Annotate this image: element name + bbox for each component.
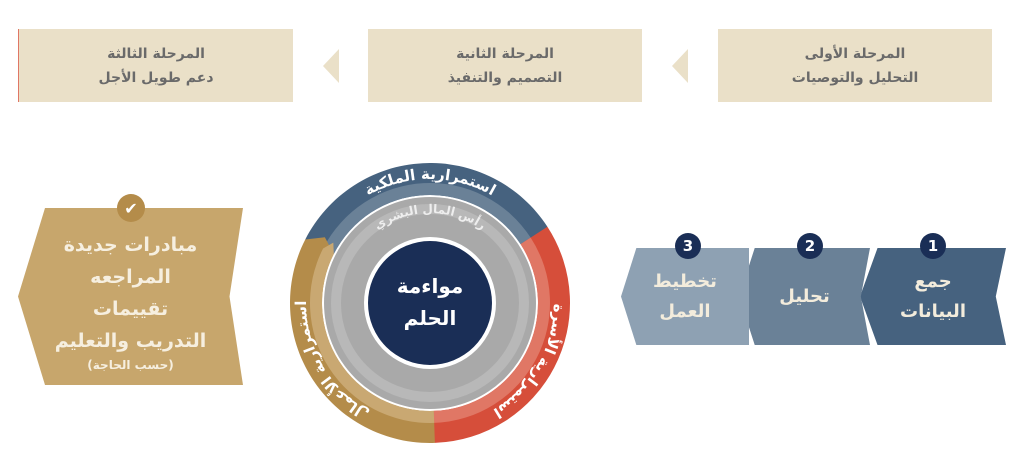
segment-business-inner-band xyxy=(309,242,435,423)
arrow-left-icon xyxy=(323,49,339,83)
segment-family xyxy=(423,226,570,443)
phase-subtitle: التصميم والتنفيذ xyxy=(447,69,563,86)
outcome-chevron: مبادرات جديدة المراجعه تقييمات التدريب و… xyxy=(18,208,243,385)
outcome-note: (حسب الحاجة) xyxy=(87,357,174,372)
step-3-chevron: تخطيط العمل xyxy=(621,248,749,345)
center-circle xyxy=(368,241,492,365)
center-line-2: الحلم xyxy=(404,306,457,330)
step-label: تحليل xyxy=(779,285,830,307)
step-number-badge: 2 xyxy=(797,233,823,259)
segment-ownership-inner-band xyxy=(323,182,531,254)
phase-1-box: المرحلة الأولى التحليل والتوصيات xyxy=(718,29,992,102)
phase-title: المرحلة الأولى xyxy=(804,45,906,62)
phase-subtitle: دعم طويل الأجل xyxy=(98,69,214,86)
segment-family-inner-band xyxy=(424,237,551,423)
step-number-badge: 3 xyxy=(675,233,701,259)
phase-subtitle: التحليل والتوصيات xyxy=(791,69,919,86)
segment-business xyxy=(289,237,435,443)
step-number-badge: 1 xyxy=(920,233,946,259)
outcome-line: التدريب والتعليم xyxy=(54,329,207,352)
step-1-chevron: جمع البيانات xyxy=(860,248,1006,345)
phase-3-box: المرحلة الثالثة دعم طويل الأجل xyxy=(18,29,293,102)
phase-title: المرحلة الثالثة xyxy=(107,45,205,62)
segment-ownership xyxy=(305,163,548,254)
outcome-line: تقييمات xyxy=(92,297,169,320)
step-label: تخطيط العمل xyxy=(653,270,717,322)
phase-2-box: المرحلة الثانية التصميم والتنفيذ xyxy=(368,29,642,102)
outcome-line: المراجعه xyxy=(90,265,171,288)
continuity-wheel: مواءمة الحلم رأس المال البشري استمرارية … xyxy=(289,163,570,443)
arrow-left-icon xyxy=(672,49,688,83)
step-2-chevron: تحليل xyxy=(739,248,870,345)
phase-title: المرحلة الثانية xyxy=(456,45,554,62)
check-icon: ✔ xyxy=(117,194,145,222)
step-label: جمع البيانات xyxy=(900,270,966,322)
center-line-1: مواءمة xyxy=(397,274,464,298)
outcome-line: مبادرات جديدة xyxy=(63,233,198,256)
